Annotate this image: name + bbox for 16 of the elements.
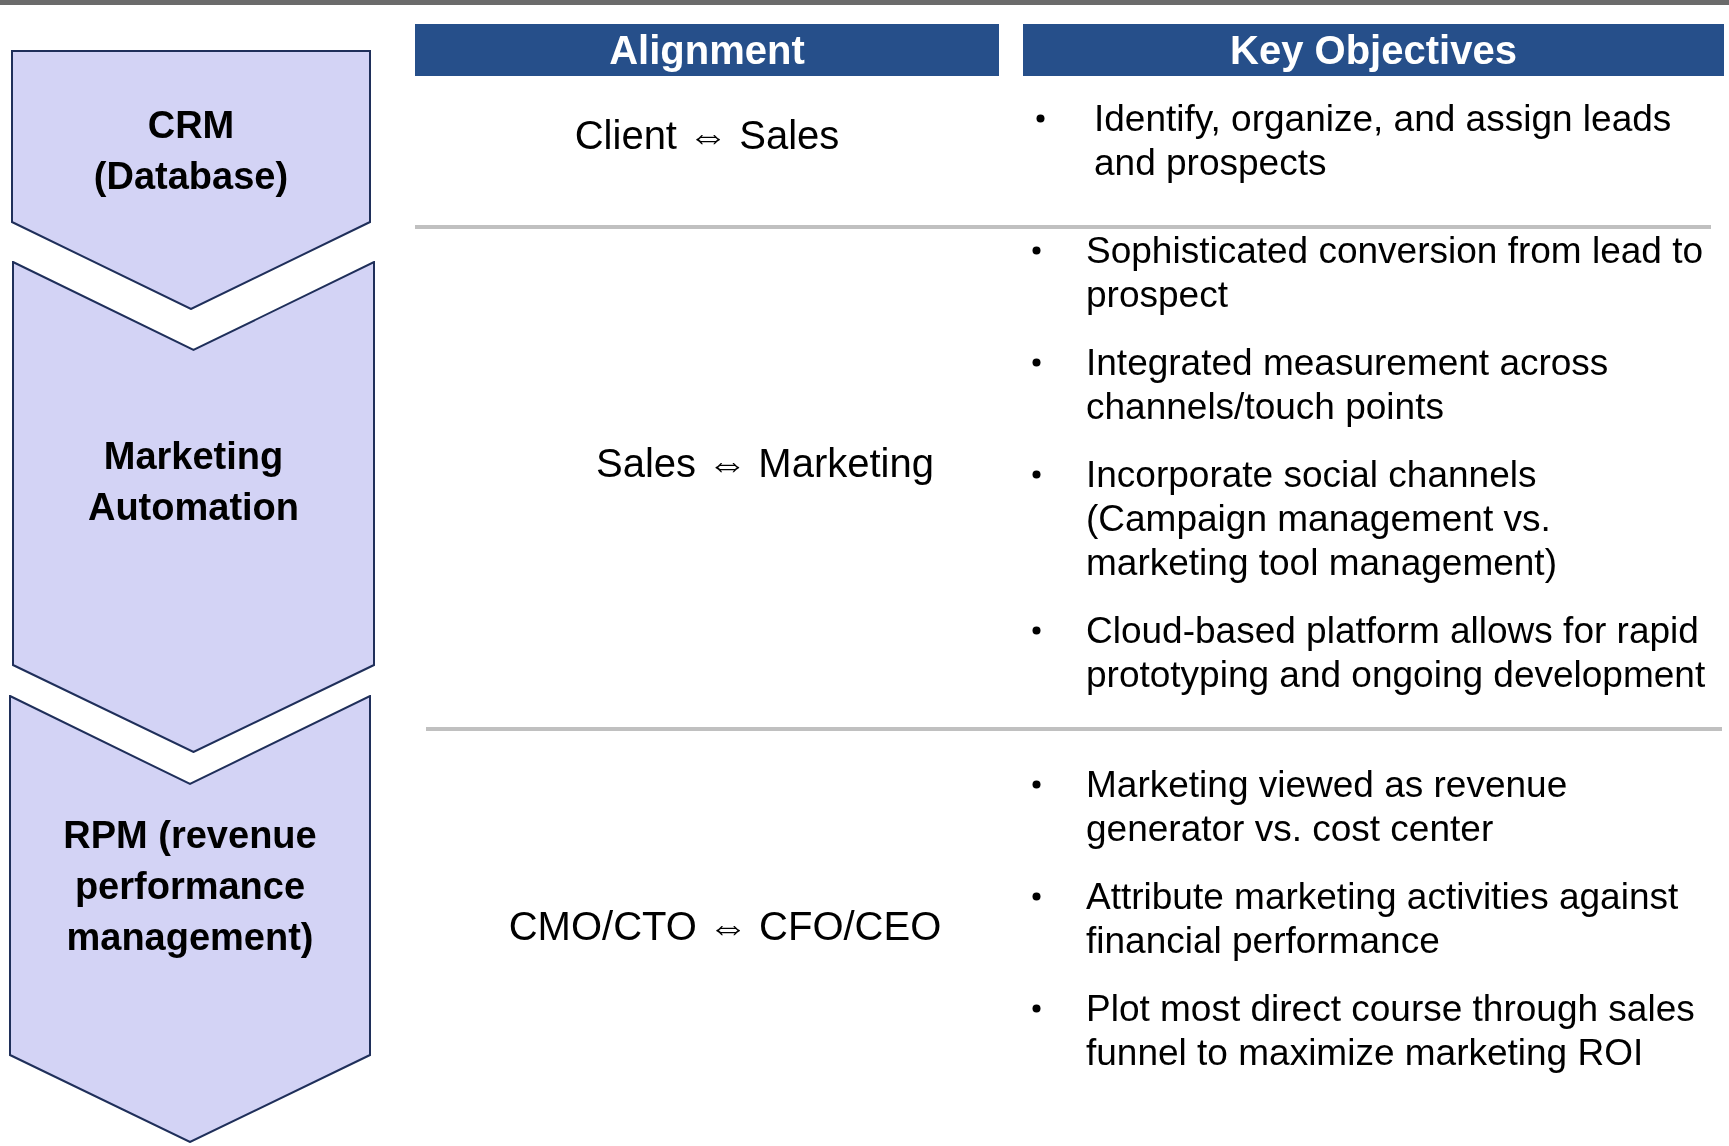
objective-text: Cloud-based platform allows for rapid prototyping and ongoing development — [1086, 609, 1707, 697]
alignment-text: CMO/CTO ⇔ CFO/CEO — [508, 903, 942, 949]
objective-text: Attribute marketing activities against financial performance — [1086, 875, 1680, 963]
objective-text: Plot most direct course through sales funnel to maximize marketing ROI — [1086, 987, 1696, 1075]
stage-title: Marketing Automation — [86, 434, 301, 530]
column-header: Alignment — [415, 24, 999, 76]
objective-text: Incorporate social channels (Campaign management vs. marketing tool management) — [1086, 453, 1558, 585]
objective-text: Identify, organize, and assign leads and prospects — [1094, 97, 1673, 185]
alignment-text: Client ⇔ Sales — [574, 112, 840, 158]
stage-title: RPM (revenue performance management) — [62, 813, 318, 960]
alignment-text: Sales ⇔ Marketing — [596, 440, 934, 486]
objective-text: Marketing viewed as revenue generator vs. cost center — [1086, 763, 1569, 851]
stage-title: CRM (Database) — [92, 103, 290, 199]
objective-text: Sophisticated conversion from lead to prospect — [1086, 229, 1704, 317]
objective-text: Integrated measurement across channels/touch points — [1086, 341, 1610, 429]
column-header: Key Objectives — [1023, 24, 1724, 76]
